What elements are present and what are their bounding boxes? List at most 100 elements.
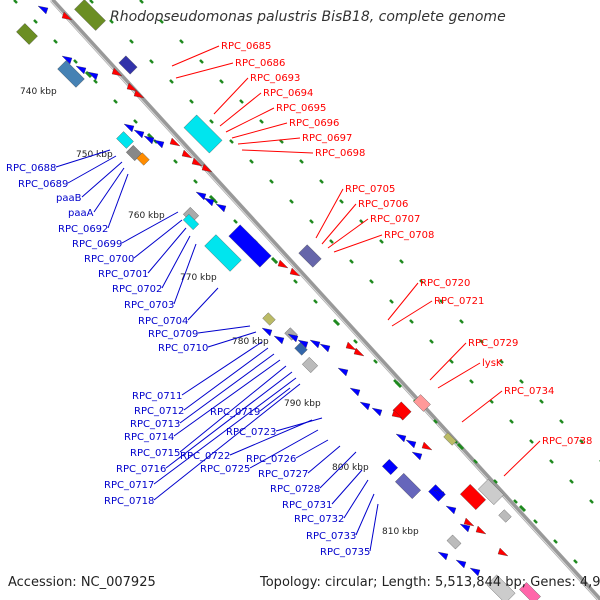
forward-gene-label: RPC_0706 xyxy=(358,199,408,210)
kbp-label: 780 kbp xyxy=(232,337,269,347)
reverse-gene-label: RPC_0704 xyxy=(138,316,188,327)
gene-block xyxy=(446,534,462,550)
reverse-gene-arrow xyxy=(195,191,207,201)
forward-gene-arrow xyxy=(353,347,365,357)
tick-mark xyxy=(559,419,564,424)
tick-mark xyxy=(573,559,578,564)
tick-mark xyxy=(519,379,524,384)
forward-gene-label: RPC_0685 xyxy=(221,41,271,52)
reverse-gene-arrow xyxy=(75,65,87,75)
reverse-gene-arrow xyxy=(455,559,467,569)
reverse-gene-label: RPC_0710 xyxy=(158,343,208,354)
forward-gene-arrow xyxy=(475,525,487,535)
leader-line xyxy=(153,377,297,485)
forward-gene-label: RPC_0698 xyxy=(315,148,365,159)
forward-gene-label: lysK xyxy=(482,358,503,369)
kbp-label: 770 kbp xyxy=(180,273,217,283)
gene-block xyxy=(392,401,412,421)
leader-line xyxy=(307,445,341,474)
tick-mark xyxy=(259,119,264,124)
forward-gene-arrow xyxy=(277,259,289,269)
gene-block xyxy=(519,582,541,600)
leader-line xyxy=(181,341,263,396)
reverse-gene-label: RPC_0719 xyxy=(210,407,260,418)
reverse-gene-arrow xyxy=(203,197,215,207)
tick-mark xyxy=(229,139,234,144)
tick-mark xyxy=(13,0,18,4)
reverse-gene-arrow xyxy=(349,387,361,397)
leader-line xyxy=(237,137,301,145)
reverse-gene-arrow xyxy=(153,139,165,149)
kbp-tick xyxy=(518,504,527,513)
tick-mark xyxy=(249,159,254,164)
forward-gene-arrow xyxy=(391,409,403,419)
tick-mark xyxy=(133,119,138,124)
reverse-gene-arrow xyxy=(433,489,445,499)
tick-mark xyxy=(429,339,434,344)
reverse-gene-label: RPC_0700 xyxy=(84,254,134,265)
tick-mark xyxy=(179,39,184,44)
gene-block xyxy=(381,458,399,476)
gene-block xyxy=(16,23,38,45)
reverse-gene-arrow xyxy=(61,55,73,65)
reverse-gene-label: paaB xyxy=(56,193,82,204)
reverse-gene-arrow xyxy=(437,551,449,561)
leader-line xyxy=(429,342,467,381)
gene-block xyxy=(498,509,512,523)
forward-gene-arrow xyxy=(191,157,203,167)
leader-line xyxy=(67,155,117,184)
tick-mark xyxy=(209,119,214,124)
leader-line xyxy=(121,211,179,244)
tick-mark xyxy=(309,219,314,224)
tick-mark xyxy=(149,59,154,64)
forward-gene-label: RPC_0738 xyxy=(542,436,592,447)
reverse-gene-label: RPC_0692 xyxy=(58,224,108,235)
reverse-gene-label: RPC_0731 xyxy=(282,500,332,511)
tick-mark xyxy=(189,99,194,104)
kbp-tick xyxy=(394,380,403,389)
tick-mark xyxy=(513,499,518,504)
reverse-gene-label: RPC_0713 xyxy=(130,419,180,430)
forward-gene-label: RPC_0708 xyxy=(384,230,434,241)
tick-mark xyxy=(159,19,164,24)
tick-mark xyxy=(139,0,144,4)
reverse-gene-arrow xyxy=(405,439,417,449)
forward-gene-label: RPC_0705 xyxy=(345,184,395,195)
leader-line xyxy=(173,359,281,437)
tick-mark xyxy=(269,179,274,184)
reverse-gene-label: RPC_0715 xyxy=(130,448,180,459)
gene-block xyxy=(443,432,457,446)
leader-line xyxy=(81,161,123,198)
leader-line xyxy=(355,493,375,536)
reverse-gene-label: RPC_0714 xyxy=(124,432,174,443)
forward-gene-label: RPC_0695 xyxy=(276,103,326,114)
gene-block xyxy=(118,55,138,75)
reverse-gene-label: RPC_0702 xyxy=(112,284,162,295)
forward-gene-arrow xyxy=(201,163,213,173)
gene-block xyxy=(183,114,223,154)
tick-mark xyxy=(169,79,174,84)
tick-mark xyxy=(529,439,534,444)
tick-mark xyxy=(379,239,384,244)
tick-mark xyxy=(279,139,284,144)
leader-line xyxy=(107,173,129,229)
reverse-gene-label: RPC_0726 xyxy=(246,454,296,465)
reverse-gene-arrow xyxy=(459,523,471,533)
gene-block xyxy=(298,244,322,268)
tick-mark xyxy=(199,59,204,64)
reverse-gene-arrow xyxy=(37,5,49,15)
gene-block xyxy=(394,472,422,500)
kbp-tick xyxy=(270,256,279,265)
leader-line xyxy=(437,362,481,389)
reverse-gene-label: RPC_0716 xyxy=(116,464,166,475)
tick-mark xyxy=(239,99,244,104)
forward-gene-arrow xyxy=(111,67,123,77)
reverse-gene-arrow xyxy=(87,71,99,81)
genome-backbone xyxy=(50,0,600,600)
backbone-highlight xyxy=(49,0,599,600)
leader-line xyxy=(333,234,383,253)
gene-features xyxy=(16,0,541,600)
tick-mark xyxy=(193,179,198,184)
genome-summary: Topology: circular; Length: 5,513,844 bp… xyxy=(259,575,600,590)
